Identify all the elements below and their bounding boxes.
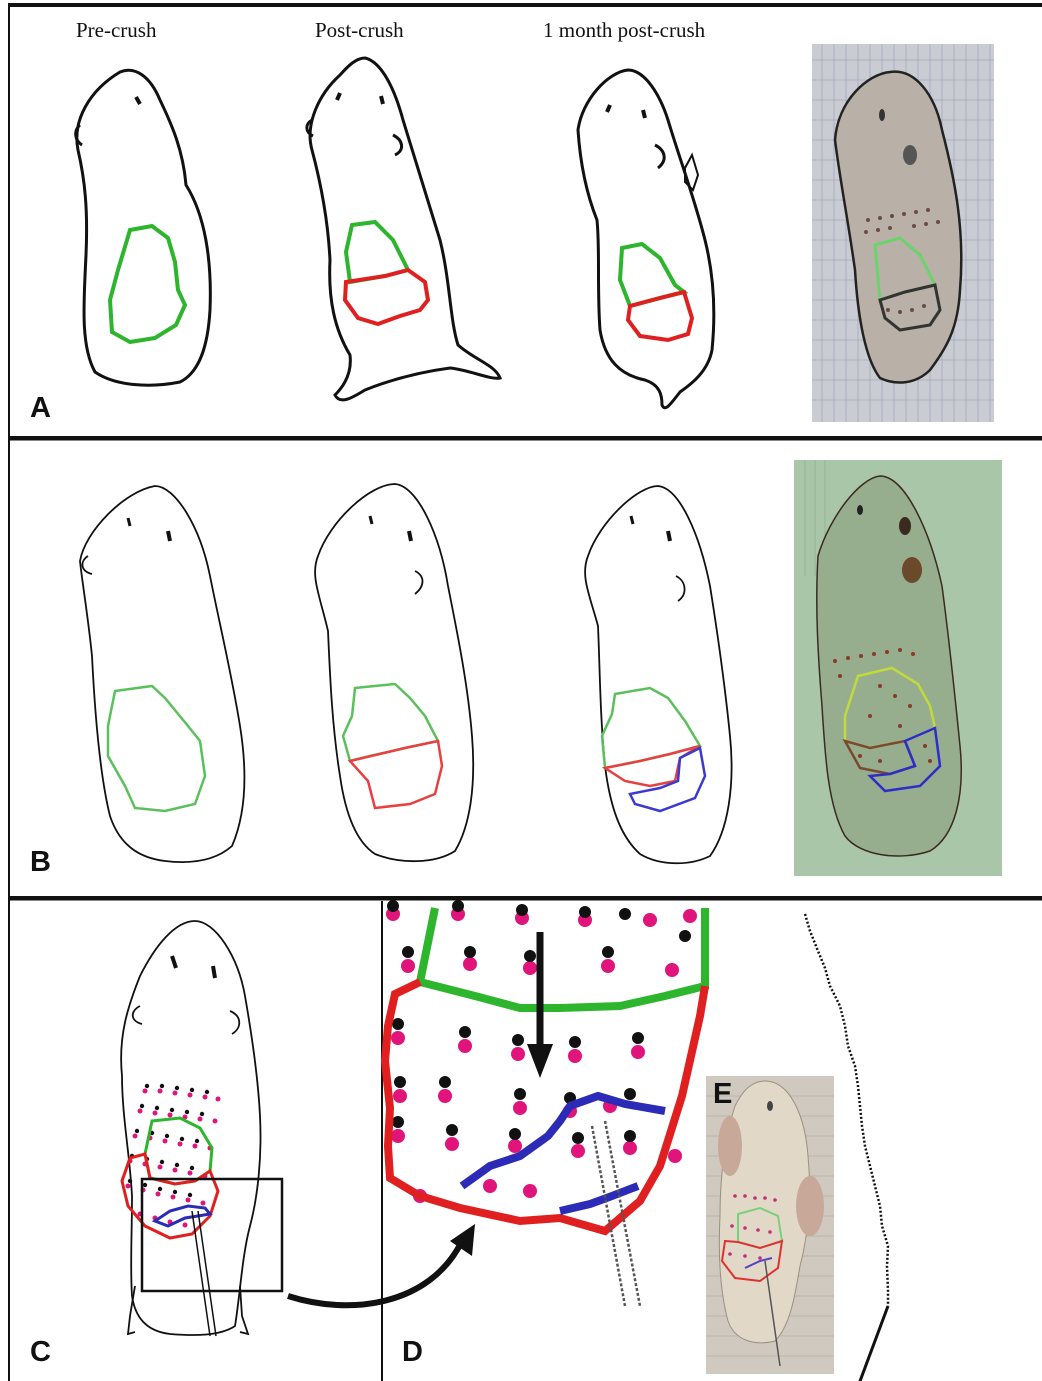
panel-letter-c: C: [30, 1336, 51, 1369]
green-region-b2: [343, 684, 438, 761]
panel-cde-drawings: [0, 896, 1042, 1381]
mouse-outline-b3: [585, 486, 732, 863]
red-region-1-month: [628, 292, 692, 340]
green-region-c: [145, 1118, 212, 1184]
green-region-pre-crush: [110, 226, 185, 342]
green-region-b1: [108, 686, 205, 811]
magnified-region-d: [385, 900, 705, 1306]
mouse-outline-post-crush: [307, 58, 500, 400]
panel-letter-d: D: [402, 1336, 423, 1369]
green-region-1-month: [620, 244, 684, 306]
blue-region-d: [462, 1096, 665, 1211]
red-region-b3: [605, 746, 700, 786]
panel-b: B: [0, 436, 1042, 896]
panel-b-drawings: [0, 436, 1042, 896]
zoom-arrow: [288, 1241, 462, 1305]
panel-cde: C D E: [0, 896, 1042, 1381]
panel-letter-e: E: [713, 1078, 732, 1111]
panel-a-drawings: [0, 0, 1042, 440]
blue-region-b3: [630, 748, 705, 811]
mouse-outline-1-month: [578, 70, 714, 408]
panel-a: Pre-crush Post-crush 1 month post-crush: [0, 0, 1042, 440]
red-region-post-crush: [345, 270, 428, 324]
photo-mouse-green-b: [794, 460, 1002, 876]
green-region-d: [420, 908, 705, 1008]
photo-mouse-e: [706, 1076, 834, 1374]
photo-mouse-grid-a: [812, 44, 994, 422]
direction-arrow-head: [527, 1044, 553, 1078]
panel-letter-a: A: [30, 392, 51, 425]
mouse-outline-b1: [80, 486, 244, 862]
red-region-b2: [350, 741, 442, 808]
panel-letter-b: B: [30, 846, 51, 879]
